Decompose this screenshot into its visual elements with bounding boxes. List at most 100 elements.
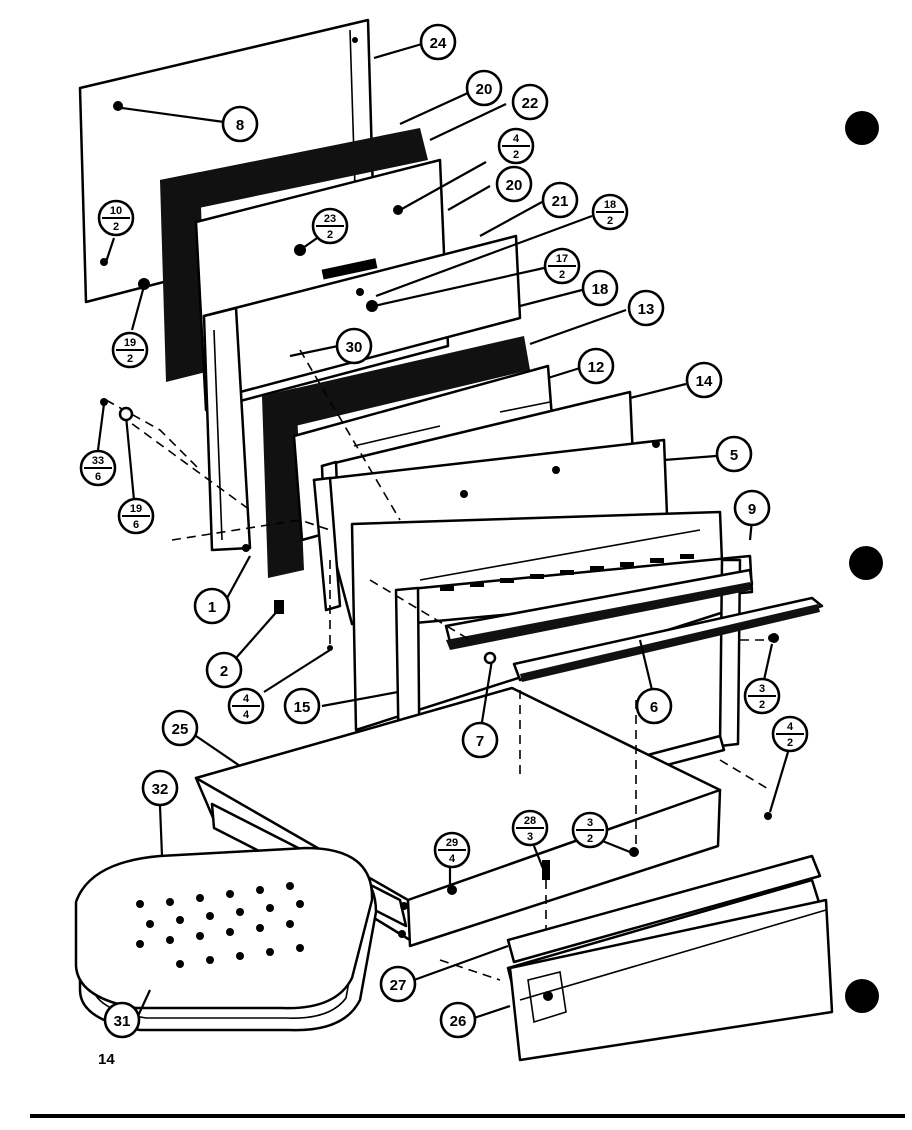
hardware-fasteners	[100, 278, 776, 895]
callout-28-over-3: 283	[511, 809, 549, 847]
callout-2: 2	[205, 651, 243, 689]
callout-4-over-2-lower: 42	[771, 715, 809, 753]
callout-3-over-2-right: 32	[743, 677, 781, 715]
svg-text:19: 19	[130, 503, 142, 515]
svg-text:2: 2	[220, 663, 228, 680]
callout-19-over-6: 196	[117, 497, 155, 535]
callout-13: 13	[627, 289, 665, 327]
callout-21: 21	[541, 181, 579, 219]
callout-12: 12	[577, 347, 615, 385]
svg-text:20: 20	[506, 177, 523, 194]
callout-4-over-2-upper: 42	[497, 127, 535, 165]
svg-text:6: 6	[133, 519, 139, 531]
rack-runner-part-6	[512, 596, 824, 682]
callout-20-upper: 20	[465, 69, 503, 107]
svg-text:27: 27	[390, 977, 407, 994]
svg-text:30: 30	[346, 339, 363, 356]
svg-text:8: 8	[236, 117, 244, 134]
svg-text:4: 4	[243, 693, 250, 705]
broiler-rack-part-32	[74, 846, 374, 1010]
callout-19-over-2: 192	[111, 331, 149, 369]
svg-text:15: 15	[294, 699, 311, 716]
svg-text:2: 2	[559, 269, 565, 281]
leader-lines	[96, 42, 790, 1020]
callout-30: 30	[335, 327, 373, 365]
callout-17-over-2: 172	[543, 247, 581, 285]
svg-text:26: 26	[450, 1013, 467, 1030]
svg-text:2: 2	[759, 699, 765, 711]
callout-9: 9	[733, 489, 771, 527]
binder-hole-top	[845, 111, 879, 145]
svg-text:31: 31	[114, 1013, 131, 1030]
svg-text:2: 2	[127, 353, 133, 365]
svg-text:14: 14	[696, 373, 713, 390]
callout-5: 5	[715, 435, 753, 473]
svg-text:3: 3	[527, 831, 533, 843]
callout-24: 24	[419, 23, 457, 61]
svg-text:5: 5	[730, 447, 738, 464]
svg-text:18: 18	[604, 199, 616, 211]
svg-text:17: 17	[556, 253, 568, 265]
rack-runner-upper	[444, 568, 754, 650]
callout-25: 25	[161, 709, 199, 747]
callout-3-over-2-lower: 32	[571, 811, 609, 849]
callout-14: 14	[685, 361, 723, 399]
callout-4-over-4: 44	[227, 687, 265, 725]
callout-1: 1	[193, 587, 231, 625]
svg-text:19: 19	[124, 337, 136, 349]
callout-18: 18	[581, 269, 619, 307]
svg-text:21: 21	[552, 193, 569, 210]
svg-text:4: 4	[787, 721, 794, 733]
callout-8: 8	[221, 105, 259, 143]
svg-text:23: 23	[324, 213, 336, 225]
svg-text:2: 2	[607, 215, 613, 227]
callout-26: 26	[439, 1001, 477, 1039]
svg-text:2: 2	[327, 229, 333, 241]
svg-text:12: 12	[588, 359, 605, 376]
callout-29-over-4: 294	[433, 831, 471, 869]
svg-text:9: 9	[748, 501, 756, 518]
callout-15: 15	[283, 687, 321, 725]
svg-text:28: 28	[524, 815, 536, 827]
svg-text:10: 10	[110, 205, 122, 217]
svg-text:29: 29	[446, 837, 458, 849]
broiler-rack-holes	[136, 882, 304, 968]
callout-33-over-6: 336	[79, 449, 117, 487]
svg-text:4: 4	[243, 709, 250, 721]
svg-text:2: 2	[513, 149, 519, 161]
svg-text:33: 33	[92, 455, 104, 467]
callout-23-over-2: 232	[311, 207, 349, 245]
svg-text:25: 25	[172, 721, 189, 738]
callout-32: 32	[141, 769, 179, 807]
svg-text:24: 24	[430, 35, 447, 52]
svg-text:22: 22	[522, 95, 539, 112]
svg-text:6: 6	[650, 699, 658, 716]
callout-22: 22	[511, 83, 549, 121]
svg-text:2: 2	[113, 221, 119, 233]
svg-text:2: 2	[787, 737, 793, 749]
svg-text:7: 7	[476, 733, 484, 750]
callout-31: 31	[103, 1001, 141, 1039]
door-frame-part-18	[202, 234, 522, 552]
svg-text:32: 32	[152, 781, 169, 798]
callout-10-over-2: 102	[97, 199, 135, 237]
binder-hole-bottom	[845, 979, 879, 1013]
svg-text:4: 4	[513, 133, 520, 145]
svg-text:1: 1	[208, 599, 216, 616]
svg-text:4: 4	[449, 853, 456, 865]
drawer-front-trim-part-27	[506, 854, 822, 964]
callout-18-over-2: 182	[591, 193, 629, 231]
svg-text:2: 2	[587, 833, 593, 845]
callout-27: 27	[379, 965, 417, 1003]
page-number: 14	[98, 1051, 115, 1068]
svg-text:20: 20	[476, 81, 493, 98]
svg-text:3: 3	[759, 683, 765, 695]
drawer-front-part-26	[506, 864, 834, 1062]
svg-text:3: 3	[587, 817, 593, 829]
callout-6: 6	[635, 687, 673, 725]
svg-text:13: 13	[638, 301, 655, 318]
callout-20-lower: 20	[495, 165, 533, 203]
callout-7: 7	[461, 721, 499, 759]
binder-hole-middle	[849, 546, 883, 580]
